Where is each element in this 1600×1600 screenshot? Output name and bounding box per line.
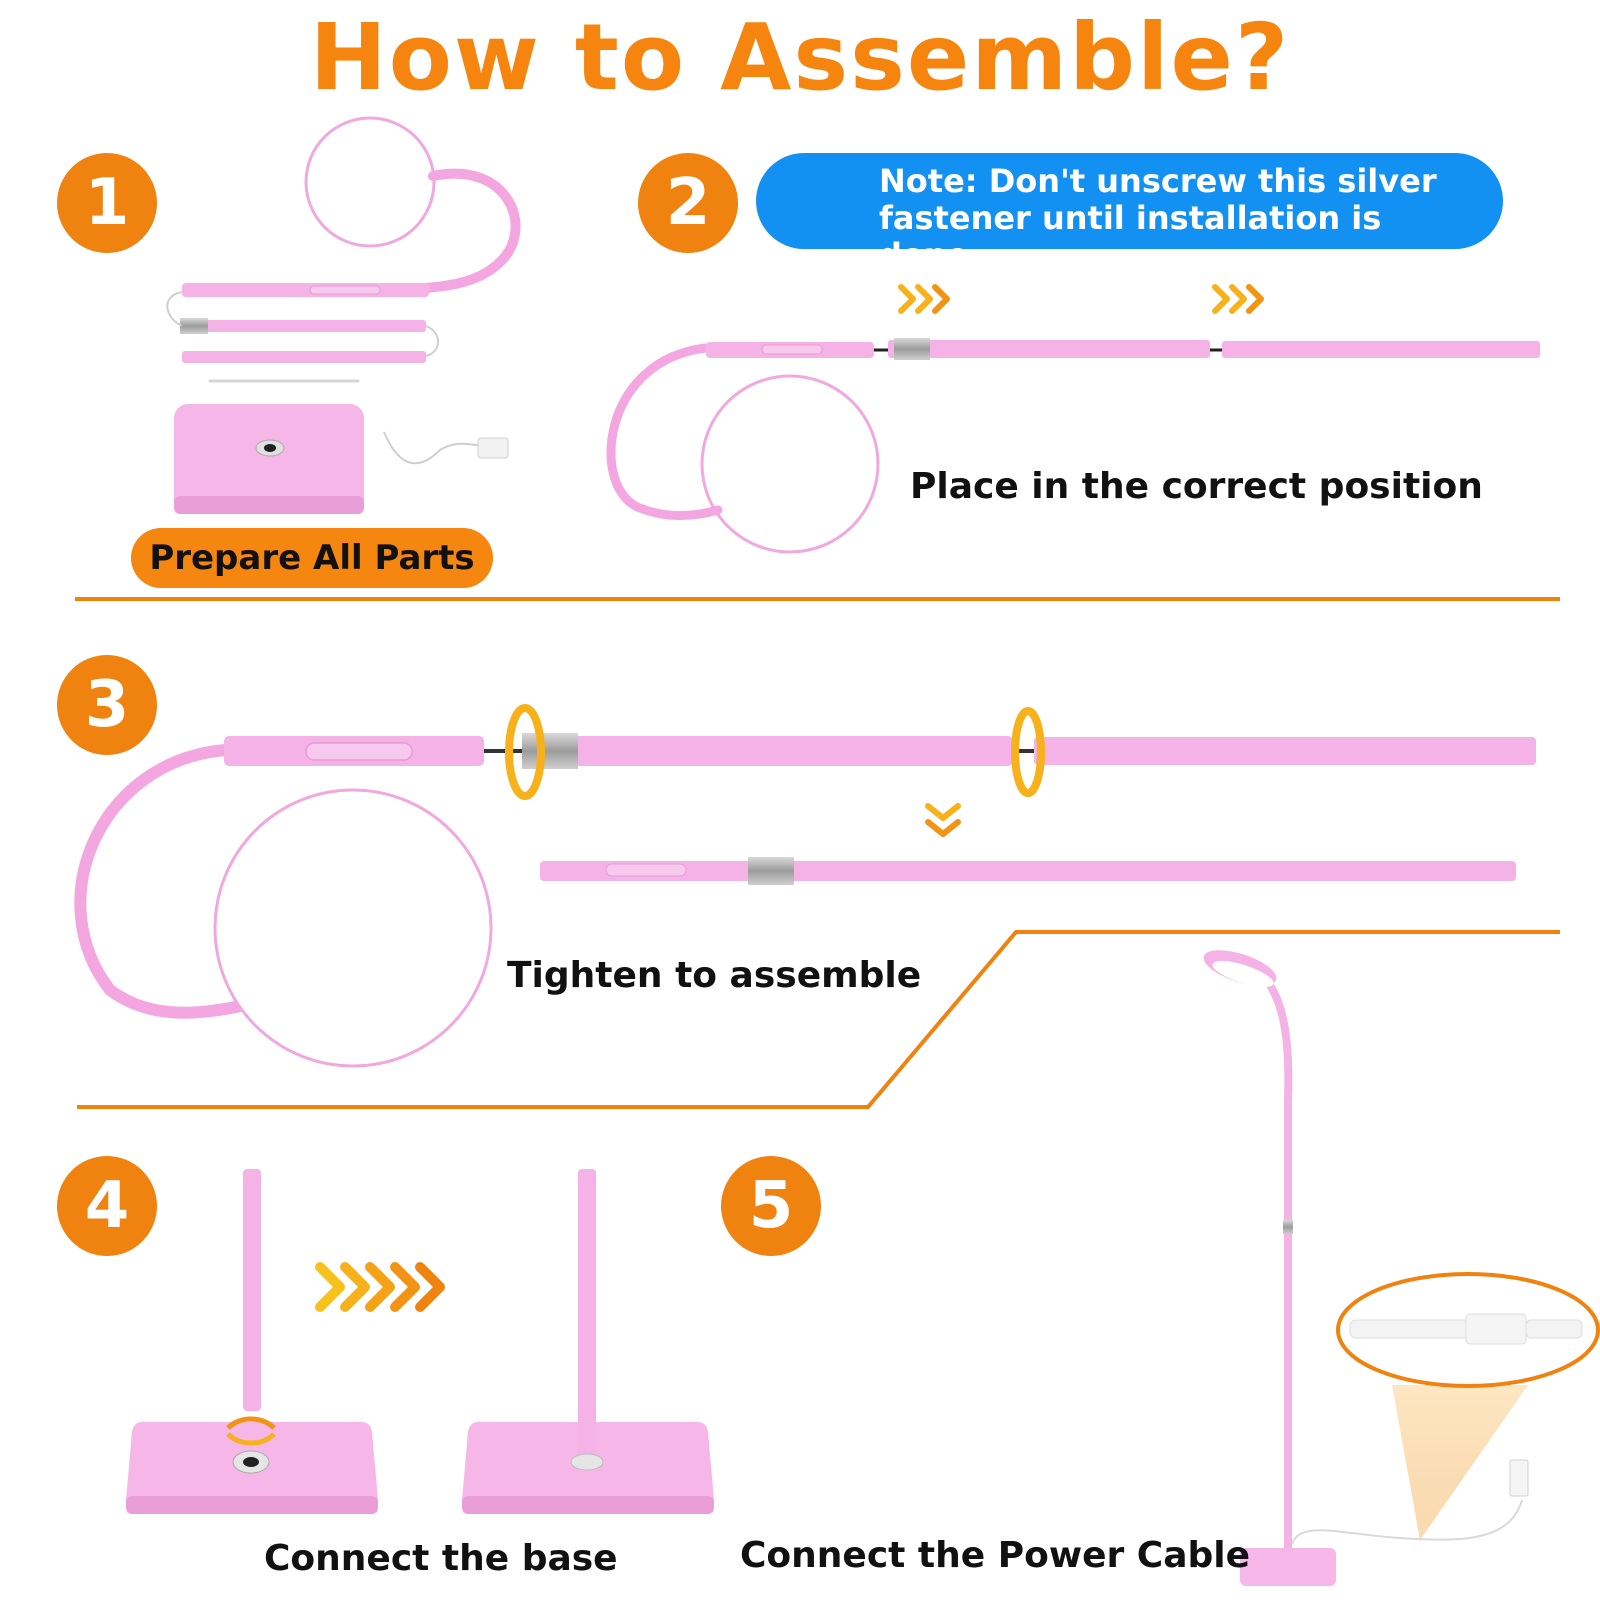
step-3-caption: Tighten to assemble	[507, 955, 922, 996]
step5-power	[1203, 950, 1600, 1586]
step2-layout	[606, 284, 1540, 554]
step-4-badge: 4	[57, 1156, 157, 1256]
gooseneck-part	[420, 168, 521, 293]
step-2-caption: Place in the correct position	[910, 466, 1483, 507]
zoom-beam	[1392, 1385, 1528, 1540]
power-adapter-part	[477, 437, 509, 459]
warning-note-text: Note: Don't unscrew this silver fastener…	[879, 162, 1437, 274]
step3-tighten	[74, 704, 1536, 1068]
divider-angled	[77, 930, 1560, 1109]
step-5-caption: Connect the Power Cable	[740, 1535, 1251, 1576]
step-3-badge: 3	[57, 655, 157, 755]
step4-base	[126, 1169, 714, 1514]
pole-top-part	[182, 283, 429, 297]
step-2-badge: 2	[638, 153, 738, 253]
step-4-caption: Connect the base	[264, 1538, 618, 1579]
prepare-all-parts-label: Prepare All Parts	[131, 528, 493, 588]
pole-middle-part	[182, 320, 426, 332]
step-1-badge: 1	[57, 153, 157, 253]
step1-parts	[166, 116, 521, 514]
lamp-head-part	[304, 116, 436, 248]
base-part	[174, 404, 364, 514]
step-5-badge: 5	[721, 1156, 821, 1256]
pole-bottom-part	[182, 351, 426, 363]
page-title: How to Assemble?	[309, 4, 1291, 111]
warning-note: Note: Don't unscrew this silver fastener…	[756, 153, 1503, 274]
